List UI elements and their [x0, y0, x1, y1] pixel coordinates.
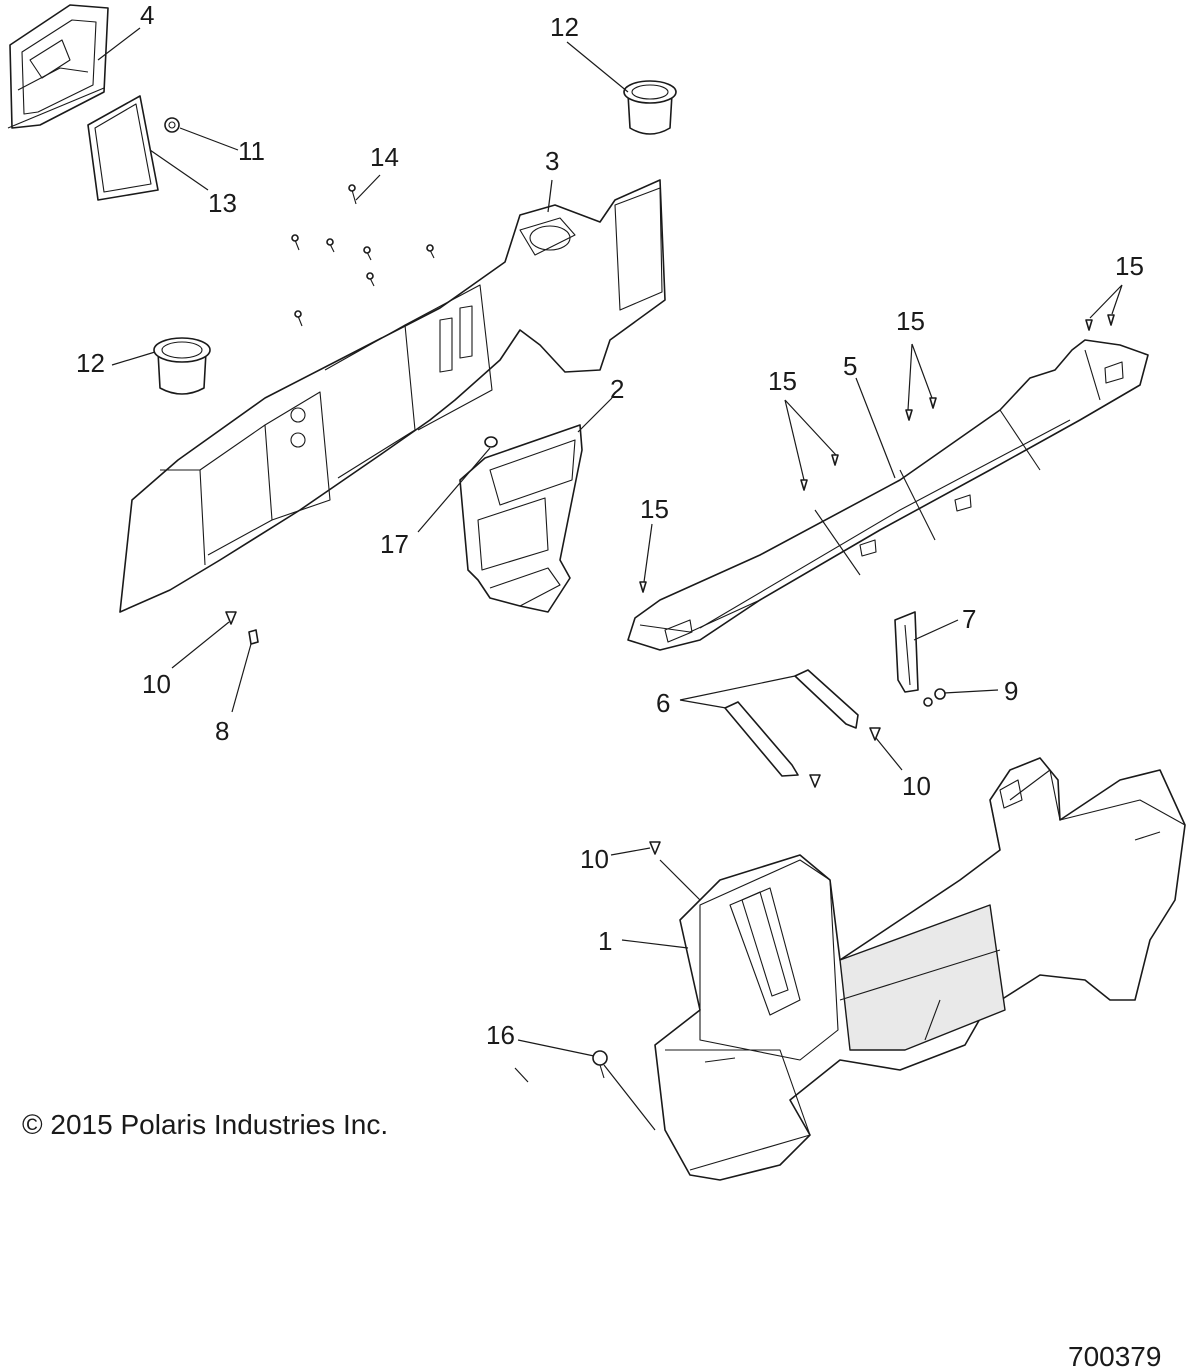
- callout-7: 7: [962, 604, 976, 634]
- callout-3: 3: [545, 146, 559, 176]
- part-1-lower-dash: [654, 757, 1186, 1181]
- part-17-plug: [484, 436, 498, 448]
- part-12-cupholder-left: [153, 337, 211, 395]
- part-14-fasteners: [291, 184, 435, 327]
- callout-9: 9: [1004, 676, 1018, 706]
- part-10-clips: [225, 611, 881, 855]
- callout-15-upper: 15: [896, 306, 925, 336]
- part-8-clip: [248, 629, 259, 645]
- callout-17: 17: [380, 529, 409, 559]
- callout-15-middle: 15: [768, 366, 797, 396]
- callout-15-left: 15: [640, 494, 669, 524]
- part-4-bezel: [7, 4, 109, 129]
- part-7-bracket: [894, 611, 919, 693]
- copyright-notice: © 2015 Polaris Industries Inc.: [22, 1109, 388, 1140]
- callout-12-top: 12: [550, 12, 579, 42]
- part-13-seal: [87, 95, 159, 201]
- callout-5: 5: [843, 351, 857, 381]
- leader-lines: [97, 27, 1123, 1131]
- callout-6: 6: [656, 688, 670, 718]
- part-9-screws: [923, 688, 946, 707]
- callout-12-left: 12: [76, 348, 105, 378]
- callout-10-left: 10: [142, 669, 171, 699]
- callout-numbers: 4 11 13 12 12 14 3 2 17 5 15 15 15 15 7 …: [76, 0, 1144, 1050]
- part-12-cupholder-top: [623, 80, 677, 135]
- callout-15-right: 15: [1115, 251, 1144, 281]
- part-6-rails: [724, 669, 859, 777]
- callout-2: 2: [610, 374, 624, 404]
- part-15-rivets: [639, 314, 1115, 593]
- callout-1: 1: [598, 926, 612, 956]
- part-5-dash-top: [627, 339, 1149, 651]
- part-11-nut: [164, 117, 180, 133]
- callout-10-right: 10: [902, 771, 931, 801]
- diagram-number: 700379: [1068, 1341, 1161, 1372]
- callout-14: 14: [370, 142, 399, 172]
- callout-8: 8: [215, 716, 229, 746]
- part-3-upper-dash: [119, 179, 666, 613]
- callout-4: 4: [140, 0, 154, 30]
- part-2-console: [459, 424, 583, 613]
- callout-13: 13: [208, 188, 237, 218]
- callout-16: 16: [486, 1020, 515, 1050]
- callout-10-lower: 10: [580, 844, 609, 874]
- part-16-screw: [592, 1050, 608, 1079]
- callout-11: 11: [238, 136, 265, 166]
